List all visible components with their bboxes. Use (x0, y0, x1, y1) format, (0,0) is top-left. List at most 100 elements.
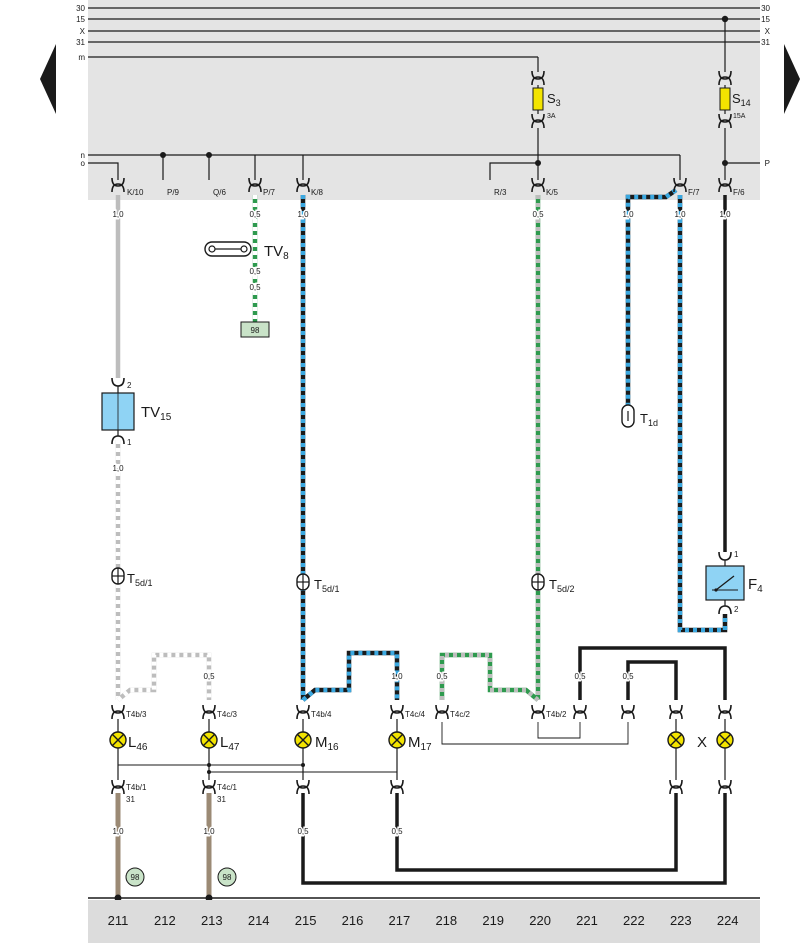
footer-column-number: 223 (670, 913, 692, 928)
lamp-m16: M16 (294, 731, 339, 753)
bus-labels-left: 30 15 X 31 m n o (76, 4, 86, 168)
wire-size-label: 1,0 (391, 672, 403, 681)
bus-n-label: n (81, 151, 85, 160)
bus-m-label: m (78, 53, 85, 62)
conn-t4c4-label: T4c/4 (405, 710, 426, 719)
splice-t5d2: T5d/2 (531, 573, 574, 594)
wire-size-label: 1,0 (297, 210, 309, 219)
tv8-label: TV (264, 243, 283, 260)
footer-column-number: 218 (435, 913, 457, 928)
bus-p-label: P (765, 159, 770, 168)
lamp-leads (117, 719, 726, 780)
bus-30-label-right: 30 (761, 4, 770, 13)
footer-column-number: 214 (248, 913, 270, 928)
wire-size-label: 0,5 (249, 210, 261, 219)
t5d1-left-label: T (127, 571, 135, 586)
bus-30-label-left: 30 (76, 4, 85, 13)
bus-junction-dot (721, 15, 729, 23)
wire-size-label: 0,5 (574, 672, 586, 681)
thin-interconnect-lines (118, 722, 629, 773)
footer-column-number: 211 (108, 913, 129, 928)
bus-x-label-right: X (765, 27, 771, 36)
component-tv15: 2 1 TV15 (101, 377, 172, 447)
ref-tv8-label: 98 (251, 326, 260, 335)
svg-text:S14: S14 (732, 91, 751, 108)
t5d1-center-label: T (314, 577, 322, 592)
next-page-arrow-icon[interactable] (784, 44, 800, 114)
conn-f7-label: F/7 (688, 188, 700, 197)
panel-junction-dots (160, 152, 728, 166)
conn-t4c3-label: T4c/3 (217, 710, 238, 719)
svg-text:T5d/1: T5d/1 (127, 571, 152, 588)
f4-label: F (748, 576, 757, 593)
tv15-pin-bottom: 1 (127, 438, 132, 447)
panel-connector-labels: K/10 P/9 Q/6 P/7 K/8 R/3 K/5 F/7 F/6 (127, 188, 745, 197)
lower-connector-labels: T4b/1 31 T4c/1 31 (126, 783, 238, 804)
conn-k10-label: K/10 (127, 188, 144, 197)
wire-size-label: 1,0 (112, 827, 124, 836)
bus-31-label-right: 31 (761, 38, 770, 47)
previous-page-arrow-icon[interactable] (40, 44, 56, 114)
ground-reference-98-left: 98 (125, 867, 145, 887)
svg-text:M17: M17 (408, 734, 432, 753)
svg-text:TV15: TV15 (141, 404, 172, 423)
svg-text:S3: S3 (547, 91, 561, 108)
footer-column-number: 222 (623, 913, 645, 928)
ref-g2-label: 98 (223, 873, 232, 882)
component-t1d: T1d (621, 404, 658, 428)
fuse-s3-label: S (547, 91, 556, 106)
tv15-pin-top: 2 (127, 381, 132, 390)
wires (115, 188, 728, 898)
conn-t4b3-label: T4b/3 (126, 710, 147, 719)
wire-size-label: 0,5 (297, 827, 309, 836)
ref-g1-label: 98 (131, 873, 140, 882)
wire-size-label: 1,0 (719, 210, 731, 219)
footer-column-number: 216 (342, 913, 364, 928)
bus-15-label-left: 15 (76, 15, 85, 24)
component-tv8: TV8 (204, 241, 289, 262)
footer-column-number: 221 (576, 913, 598, 928)
reference-98-box: 98 (240, 321, 270, 338)
lamp-x-right (716, 731, 734, 749)
footer-column-number: 213 (201, 913, 223, 928)
footer-bar (88, 900, 760, 943)
wire-size-label: 0,5 (249, 283, 261, 292)
svg-text:M16: M16 (315, 734, 339, 753)
footer-column-number: 219 (482, 913, 504, 928)
component-f4-switch: 1 2 F4 (705, 550, 763, 615)
lamp-m17: M17 (388, 731, 432, 753)
l47-label: L (220, 734, 228, 751)
svg-text:F4: F4 (748, 576, 763, 595)
svg-text:T5d/1: T5d/1 (314, 577, 339, 594)
t1d-label: T (640, 411, 648, 426)
wire-size-label: 1,0 (203, 827, 215, 836)
wire-size-labels: 1,0 0,5 1,0 0,5 1,0 1,0 1,0 0,5 0,5 1,0 … (111, 209, 733, 838)
conn-p7-label: P/7 (263, 188, 276, 197)
conn-t4c2-label: T4c/2 (450, 710, 471, 719)
bus-31-label-left: 31 (76, 38, 85, 47)
bus-x-label-left: X (80, 27, 86, 36)
conn-f6-label: F/6 (733, 188, 745, 197)
conn-k8-label: K/8 (311, 188, 324, 197)
wire-size-label: 1,0 (674, 210, 686, 219)
svg-text:T1d: T1d (640, 411, 658, 428)
bus-lines (88, 7, 760, 164)
ground-reference-98-right: 98 (217, 867, 237, 887)
fuse-s3-rating: 3A (547, 113, 556, 120)
svg-text:L47: L47 (220, 734, 240, 753)
tv15-label: TV (141, 404, 160, 421)
conn-r3-label: R/3 (494, 188, 507, 197)
bus-o-label: o (81, 159, 86, 168)
conn-p9-label: P/9 (167, 188, 180, 197)
conn-t4c1-label: T4c/1 (217, 783, 238, 792)
wire-size-label: 0,5 (532, 210, 544, 219)
conn-t4b1-31-label: 31 (126, 795, 135, 804)
f4-pin-top: 1 (734, 550, 739, 559)
conn-t4b2-label: T4b/2 (546, 710, 567, 719)
wire-size-label: 0,5 (249, 267, 261, 276)
svg-text:TV8: TV8 (264, 243, 289, 262)
bus-15-label-right: 15 (761, 15, 770, 24)
x-label: X (697, 734, 707, 751)
